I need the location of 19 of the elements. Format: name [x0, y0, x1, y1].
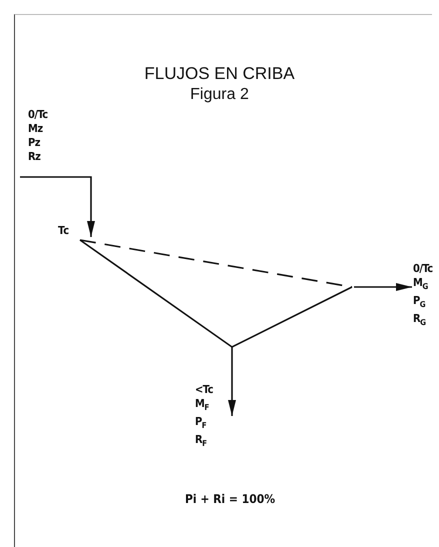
flow-variable: 0/Tc: [413, 262, 434, 276]
flow-variable: M$_{F}$: [195, 397, 210, 414]
flow-variable: R$_{G}$: [413, 312, 427, 330]
diagram-title: FLUJOS EN CRIBA: [143, 64, 296, 84]
figure-number: Figura 2: [189, 86, 250, 104]
corner-label: Tc: [58, 224, 70, 237]
flow-variable: R$_{F}$: [195, 433, 208, 451]
flow-arrow: [20, 176, 95, 237]
flow-arrow: [228, 346, 236, 416]
flow-variable: Mz: [28, 122, 44, 136]
flow-variable: P$_{F}$: [195, 415, 208, 432]
flow-arrow: [354, 283, 413, 291]
flow-variable: 0/Tc: [28, 108, 49, 122]
flow-variable: <Tc: [195, 383, 214, 397]
flow-variable: Pz: [28, 136, 42, 150]
flow-variable: Rz: [28, 150, 42, 164]
flow-variable: P$_{G}$: [413, 294, 426, 312]
flow-variable: M$_{G}$: [413, 276, 429, 294]
formula-note: Pi + Ri = 100%: [184, 492, 276, 506]
